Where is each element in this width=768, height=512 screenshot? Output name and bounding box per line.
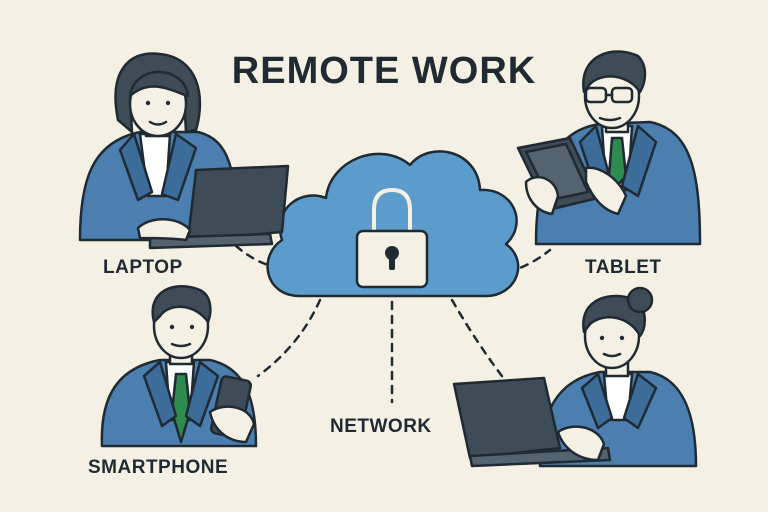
padlock-icon xyxy=(355,187,429,289)
man-with-tablet-figure xyxy=(516,50,702,246)
connector-laptop xyxy=(234,244,274,268)
man-with-smartphone-figure xyxy=(100,285,258,448)
page-title: REMOTE WORK xyxy=(231,50,537,92)
label-smartphone: SMARTPHONE xyxy=(88,457,229,478)
woman-with-laptop-figure xyxy=(78,52,290,250)
cloud-icon xyxy=(266,150,520,298)
label-tablet: TABLET xyxy=(585,257,662,278)
label-network: NETWORK xyxy=(330,416,432,437)
label-laptop: LAPTOP xyxy=(103,257,183,278)
woman-at-laptop-figure xyxy=(452,286,698,468)
connector-smartphone xyxy=(256,298,322,378)
connector-bottom-right xyxy=(450,298,507,382)
